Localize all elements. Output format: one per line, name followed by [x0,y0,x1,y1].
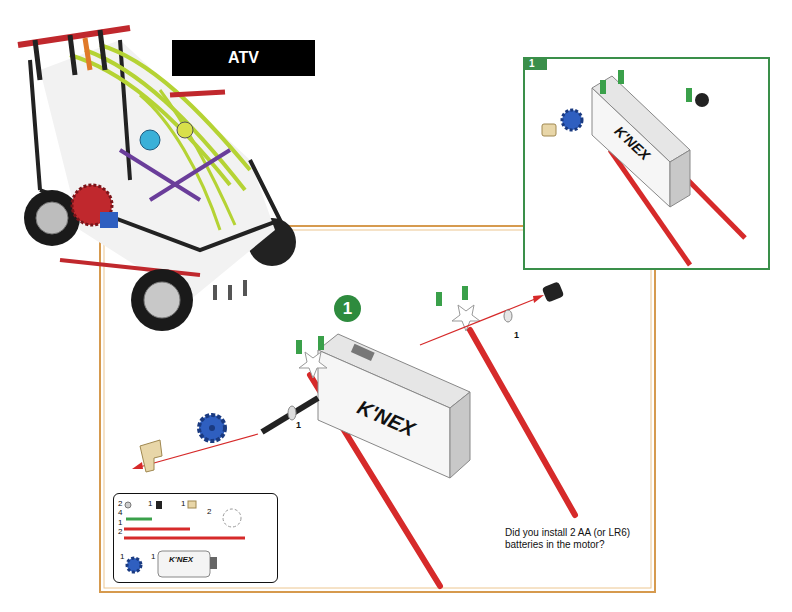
illustration-shape [100,226,655,592]
illustration-shape [318,350,450,478]
title-text: ATV [228,49,259,67]
illustration-shape [562,110,582,130]
step-number-circle: 1 [334,295,361,322]
part-quantity: 1 [181,500,185,508]
illustration-shape [127,558,141,572]
illustration-shape [114,494,277,582]
inset-motor [524,58,769,269]
illustration-shape [126,518,152,521]
part-quantity: 1 [118,519,122,527]
illustration-shape [299,352,327,378]
illustration-shape [210,557,217,569]
illustration-shape [188,501,196,508]
part-quantity: 1 [151,553,155,561]
illustration-shape [695,93,709,107]
illustration-shape [592,88,670,207]
part-quantity: 2 [118,500,122,508]
illustration-shape [262,398,318,432]
part-quantity: 1 [120,553,124,561]
battery-note: Did you install 2 AA (or LR6) batteries … [505,527,655,551]
illustration-shape [670,150,690,207]
illustration-shape [288,406,296,420]
parts-list-box: 211412211K'NEX [113,493,278,583]
illustration-shape [223,509,241,527]
illustration-shape [124,528,190,531]
illustration-shape [170,92,225,95]
illustration-shape [156,501,162,509]
part-quantity: 2 [207,508,211,516]
illustration-shape [504,310,512,322]
illustration-shape [124,537,245,540]
illustration-shape [209,425,215,431]
illustration-shape [140,440,162,472]
illustration-shape [215,280,245,300]
illustration-shape [542,281,565,303]
inset-tab-number: 1 [523,57,547,70]
illustration-shape [600,80,606,94]
part-quantity: 4 [118,509,122,517]
illustration-shape [533,295,544,303]
illustration-shape [131,269,193,331]
illustration-shape [318,336,324,350]
part-quantity: 1 [148,500,152,508]
illustration-shape [618,70,624,84]
illustration-shape [470,330,575,515]
illustration-shape [125,502,131,508]
illustration-shape [144,282,180,318]
illustration-shape [140,90,235,230]
motor-logo: K'NEX [169,556,193,564]
illustration-shape [542,124,556,136]
illustration-shape [100,212,118,228]
illustration-shape [351,344,375,361]
illustration-shape [686,88,692,102]
inset-box: 1 [523,57,770,270]
step-number: 1 [343,300,352,317]
title-box: ATV [172,40,315,76]
illustration-shape [36,202,68,234]
illustration-shape [436,292,442,306]
callout-number: 1 [296,420,301,431]
illustration-shape [24,190,80,246]
illustration-shape [420,297,540,345]
illustration-shape [199,415,225,441]
step-frame [100,226,655,592]
illustration-shape [462,286,468,300]
illustration-shape [158,551,210,577]
illustration-shape [132,462,143,469]
illustration-shape [35,30,105,80]
callout-number: 1 [514,330,519,341]
illustration-shape [140,130,160,150]
illustration-shape [450,392,470,478]
illustration-shape [60,260,200,275]
illustration-shape [85,38,90,70]
illustration-shape [120,150,230,200]
illustration-shape [296,340,302,354]
part-quantity: 2 [118,528,122,536]
parts-icons [114,494,277,582]
illustration-shape [524,58,769,269]
illustration-shape [40,40,275,300]
illustration-shape [177,122,193,138]
